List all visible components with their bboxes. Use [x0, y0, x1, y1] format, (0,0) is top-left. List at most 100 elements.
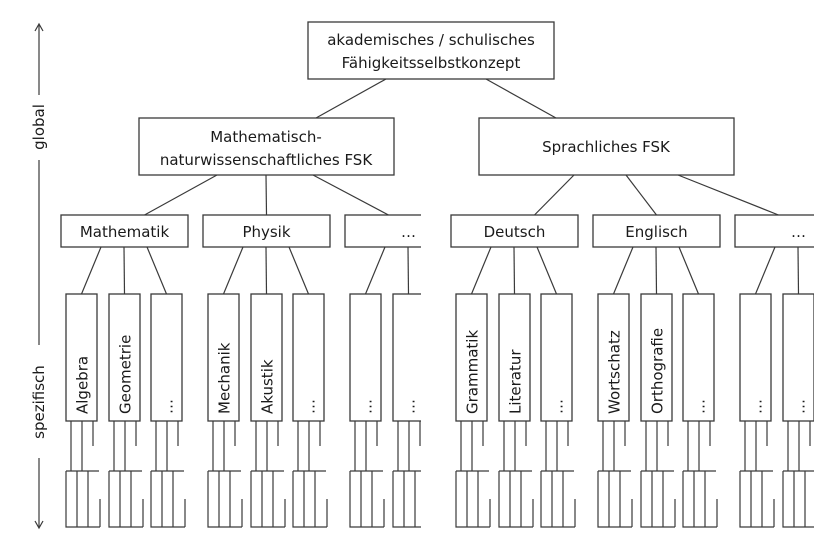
connector [485, 78, 557, 119]
domain-box [478, 117, 735, 176]
domain-label-line2: naturwissenschaftliches FSK [160, 151, 374, 169]
facet-label: Literatur [507, 349, 525, 414]
subject-node: … [734, 214, 814, 248]
domain-label-line1: Sprachliches FSK [542, 138, 671, 156]
item-cells [108, 470, 144, 528]
facet-label: Wortschatz [606, 330, 624, 414]
root-node: akademisches / schulisches Fähigkeitssel… [307, 21, 555, 80]
item-cells [455, 470, 491, 528]
connector [407, 246, 410, 295]
arrow-down-icon [34, 520, 44, 530]
facet-node: Akustik [250, 293, 283, 422]
facet-node: Grammatik [455, 293, 488, 422]
facet-box [640, 293, 673, 422]
facet-node: Algebra [65, 293, 98, 422]
connector [80, 246, 102, 295]
facet-node: Orthografie [640, 293, 673, 422]
connector [625, 174, 657, 216]
subject-label: … [791, 223, 806, 241]
subject-node: Englisch [592, 214, 721, 248]
facet-label: … [159, 399, 177, 414]
facet-label: … [401, 399, 419, 414]
facet-node: … [540, 293, 573, 422]
facet-box [207, 293, 240, 422]
item-cells [597, 470, 633, 528]
facet-label: Akustik [259, 359, 277, 414]
connector [797, 246, 800, 295]
facet-box [825, 294, 837, 421]
facet-label: … [791, 399, 809, 414]
item-cells [640, 470, 676, 528]
facet-label: … [748, 399, 766, 414]
facet-label: Orthografie [649, 328, 667, 414]
item-cells [739, 470, 775, 528]
connector [265, 246, 268, 295]
facet-box [739, 293, 772, 422]
connector [265, 174, 268, 216]
domain-label-line1: Mathematisch- [210, 128, 322, 146]
facet-box [65, 293, 98, 422]
facet-node: … [392, 293, 421, 422]
facet-node: … [682, 293, 715, 422]
connector [513, 246, 516, 295]
subject-node: Mathematik [60, 214, 189, 248]
facet-node: … [739, 293, 772, 422]
connector [655, 246, 658, 295]
item-cells [782, 470, 814, 528]
facet-label: Geometrie [117, 335, 135, 414]
subject-label: Mathematik [80, 223, 170, 241]
facet-box [349, 293, 382, 422]
connector [312, 174, 389, 216]
item-cells [435, 471, 469, 527]
connector [677, 174, 779, 216]
facet-node: Wortschatz [597, 293, 630, 422]
subject-label: Deutsch [484, 223, 546, 241]
connector [821, 247, 837, 294]
facet-node: … [349, 293, 382, 422]
facet-node: … [150, 293, 183, 422]
facet-node: Geometrie [108, 293, 141, 422]
facet-box [498, 293, 531, 422]
root-box [307, 21, 555, 80]
subject-label: Englisch [625, 223, 687, 241]
facet-label: Mechanik [216, 342, 234, 414]
facet-box [292, 293, 325, 422]
facet-box [108, 293, 141, 422]
facet-node: Mechanik [207, 293, 240, 422]
facet-node: … [292, 293, 325, 422]
item-cells [392, 470, 421, 528]
connector [123, 246, 126, 295]
connector [678, 246, 700, 295]
item-cells [250, 470, 286, 528]
facet-box [597, 293, 630, 422]
facet-label: … [301, 399, 319, 414]
axis-label-spezifisch: spezifisch [30, 365, 48, 439]
facet-box [682, 293, 715, 422]
subject-box [592, 214, 721, 248]
facet-box [150, 293, 183, 422]
subject-node: Deutsch [450, 214, 579, 248]
facet-label: Algebra [74, 356, 92, 414]
subject-box [202, 214, 331, 248]
connector [431, 247, 451, 294]
domain-node-language: Sprachliches FSK [478, 117, 735, 176]
connector [470, 246, 492, 295]
item-cells [540, 470, 576, 528]
connector [536, 246, 558, 295]
item-cells [349, 470, 385, 528]
item-cells [207, 470, 243, 528]
subject-box [60, 214, 189, 248]
facet-box [455, 293, 488, 422]
facet-node: … [782, 293, 814, 422]
connector [146, 246, 168, 295]
connector [288, 246, 310, 295]
subject-label: Physik [242, 223, 290, 241]
domain-node-math: Mathematisch- naturwissenschaftliches FS… [138, 117, 395, 176]
facet-node [825, 294, 837, 421]
item-cells [65, 470, 101, 528]
connector [534, 174, 575, 216]
specificity-axis: global spezifisch [30, 22, 48, 530]
connector [754, 246, 776, 295]
root-label-line2: Fähigkeitsselbstkonzept [342, 54, 521, 72]
